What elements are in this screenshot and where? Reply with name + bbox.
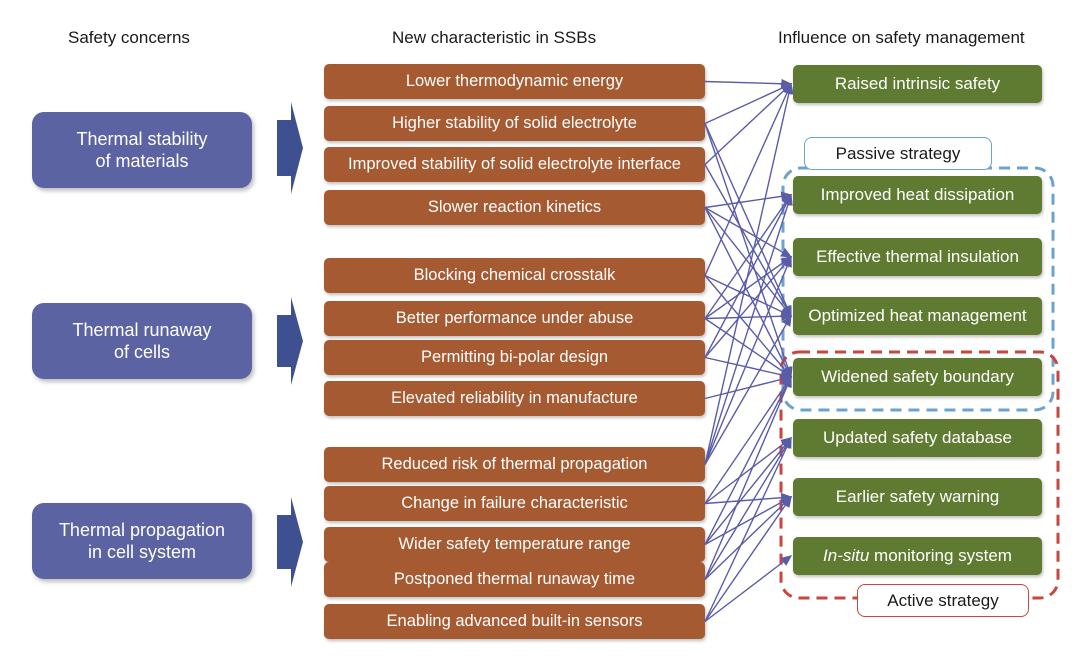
connector-line — [704, 78, 793, 89]
active-strategy-label: Active strategy — [857, 584, 1029, 617]
influence-label: Effective thermal insulation — [816, 247, 1019, 266]
connector-line — [704, 255, 792, 465]
connector-line — [704, 123, 792, 318]
feature-lower-thermodynamic-energy: Lower thermodynamic energy — [324, 64, 705, 99]
connector-line — [704, 193, 792, 319]
connector-line — [704, 496, 793, 581]
concern-arrow-1 — [277, 102, 303, 194]
connector-line — [704, 82, 792, 276]
feature-higher-stability-electrolyte: Higher stability of solid electrolyte — [324, 106, 705, 141]
influence-label: Raised intrinsic safety — [834, 74, 1001, 93]
passive-strategy-label: Passive strategy — [804, 137, 992, 170]
concern-line: Thermal stability — [76, 129, 208, 149]
connector-line — [704, 437, 793, 505]
connector-line — [704, 375, 792, 545]
header-influence: Influence on safety management — [778, 28, 1025, 47]
header-safety-concerns: Safety concerns — [68, 28, 190, 47]
connector-line — [704, 206, 793, 258]
influence-label: Widened safety boundary — [821, 367, 1014, 386]
feature-wider-temperature-range: Wider safety temperature range — [324, 527, 705, 562]
connector-line — [704, 191, 793, 209]
feature-slower-reaction-kinetics: Slower reaction kinetics — [324, 190, 705, 225]
feature-better-performance-abuse: Better performance under abuse — [324, 301, 705, 336]
feature-bipolar-design: Permitting bi-polar design — [324, 340, 705, 375]
influence-label: Earlier safety warning — [835, 487, 1000, 506]
influence-raised-intrinsic-safety: Raised intrinsic safety — [793, 65, 1042, 103]
influence-label-rest: monitoring system — [869, 546, 1012, 565]
connector-line — [704, 375, 792, 504]
feature-blocking-chemical-crosstalk: Blocking chemical crosstalk — [324, 258, 705, 293]
influence-italic-prefix: In-situ — [823, 546, 870, 565]
header-new-characteristic: New characteristic in SSBs — [392, 28, 597, 47]
feature-reduced-risk-propagation: Reduced risk of thermal propagation — [324, 447, 705, 482]
influence-label: In-situ monitoring system — [823, 546, 1012, 566]
feature-elevated-reliability: Elevated reliability in manufacture — [324, 381, 705, 416]
connector-line — [704, 555, 793, 623]
connector-line — [704, 82, 794, 465]
connector-line — [704, 193, 793, 465]
influence-updated-safety-database: Updated safety database — [793, 419, 1042, 457]
connector-line — [704, 255, 792, 358]
connector-line — [704, 495, 792, 622]
influence-effective-thermal-insulation: Effective thermal insulation — [793, 238, 1042, 276]
concern-thermal-propagation: Thermal propagation in cell system — [32, 503, 252, 579]
influence-optimized-heat-management: Optimized heat management — [793, 297, 1042, 335]
connector-line — [704, 207, 792, 379]
connector-line — [704, 275, 792, 379]
concern-arrow-2 — [277, 297, 303, 385]
connector-line — [704, 496, 793, 546]
connector-line — [704, 314, 792, 465]
influence-label: Improved heat dissipation — [820, 185, 1015, 204]
connector-line — [704, 317, 793, 378]
concern-thermal-runaway: Thermal runaway of cells — [32, 303, 252, 379]
connector-line — [704, 492, 793, 505]
connector-line — [704, 274, 793, 317]
feature-change-failure-characteristic: Change in failure characteristic — [324, 486, 705, 521]
concern-arrow-3 — [277, 497, 303, 587]
influence-in-situ-monitoring: In-situ monitoring system — [793, 537, 1042, 575]
feature-improved-stability-interface: Improved stability of solid electrolyte … — [324, 147, 705, 182]
influence-earlier-safety-warning: Earlier safety warning — [793, 478, 1042, 516]
concern-line: Thermal propagation — [58, 520, 226, 540]
connector-line — [704, 436, 792, 545]
influence-improved-heat-dissipation: Improved heat dissipation — [793, 176, 1042, 214]
connector-line — [704, 375, 792, 580]
connector-line — [704, 374, 793, 400]
feature-postponed-runaway-time: Postponed thermal runaway time — [324, 562, 705, 597]
concern-line: in cell system — [87, 542, 196, 562]
connector-line — [704, 436, 792, 580]
connector-line — [704, 207, 792, 318]
concern-line: of materials — [95, 151, 189, 171]
connector-line — [704, 311, 793, 322]
concern-thermal-stability: Thermal stability of materials — [32, 112, 252, 188]
connector-line — [704, 123, 793, 379]
feature-built-in-sensors: Enabling advanced built-in sensors — [324, 604, 705, 639]
connector-line — [704, 356, 793, 380]
connector-line — [704, 83, 793, 166]
influence-label: Updated safety database — [822, 428, 1013, 447]
influence-widened-safety-boundary: Widened safety boundary — [793, 358, 1042, 396]
connector-line — [704, 256, 793, 320]
influence-label: Optimized heat management — [808, 306, 1027, 325]
connector-line — [704, 436, 792, 622]
connector-line — [704, 83, 793, 125]
concern-line: of cells — [113, 342, 171, 362]
concern-line: Thermal runaway — [72, 320, 212, 340]
